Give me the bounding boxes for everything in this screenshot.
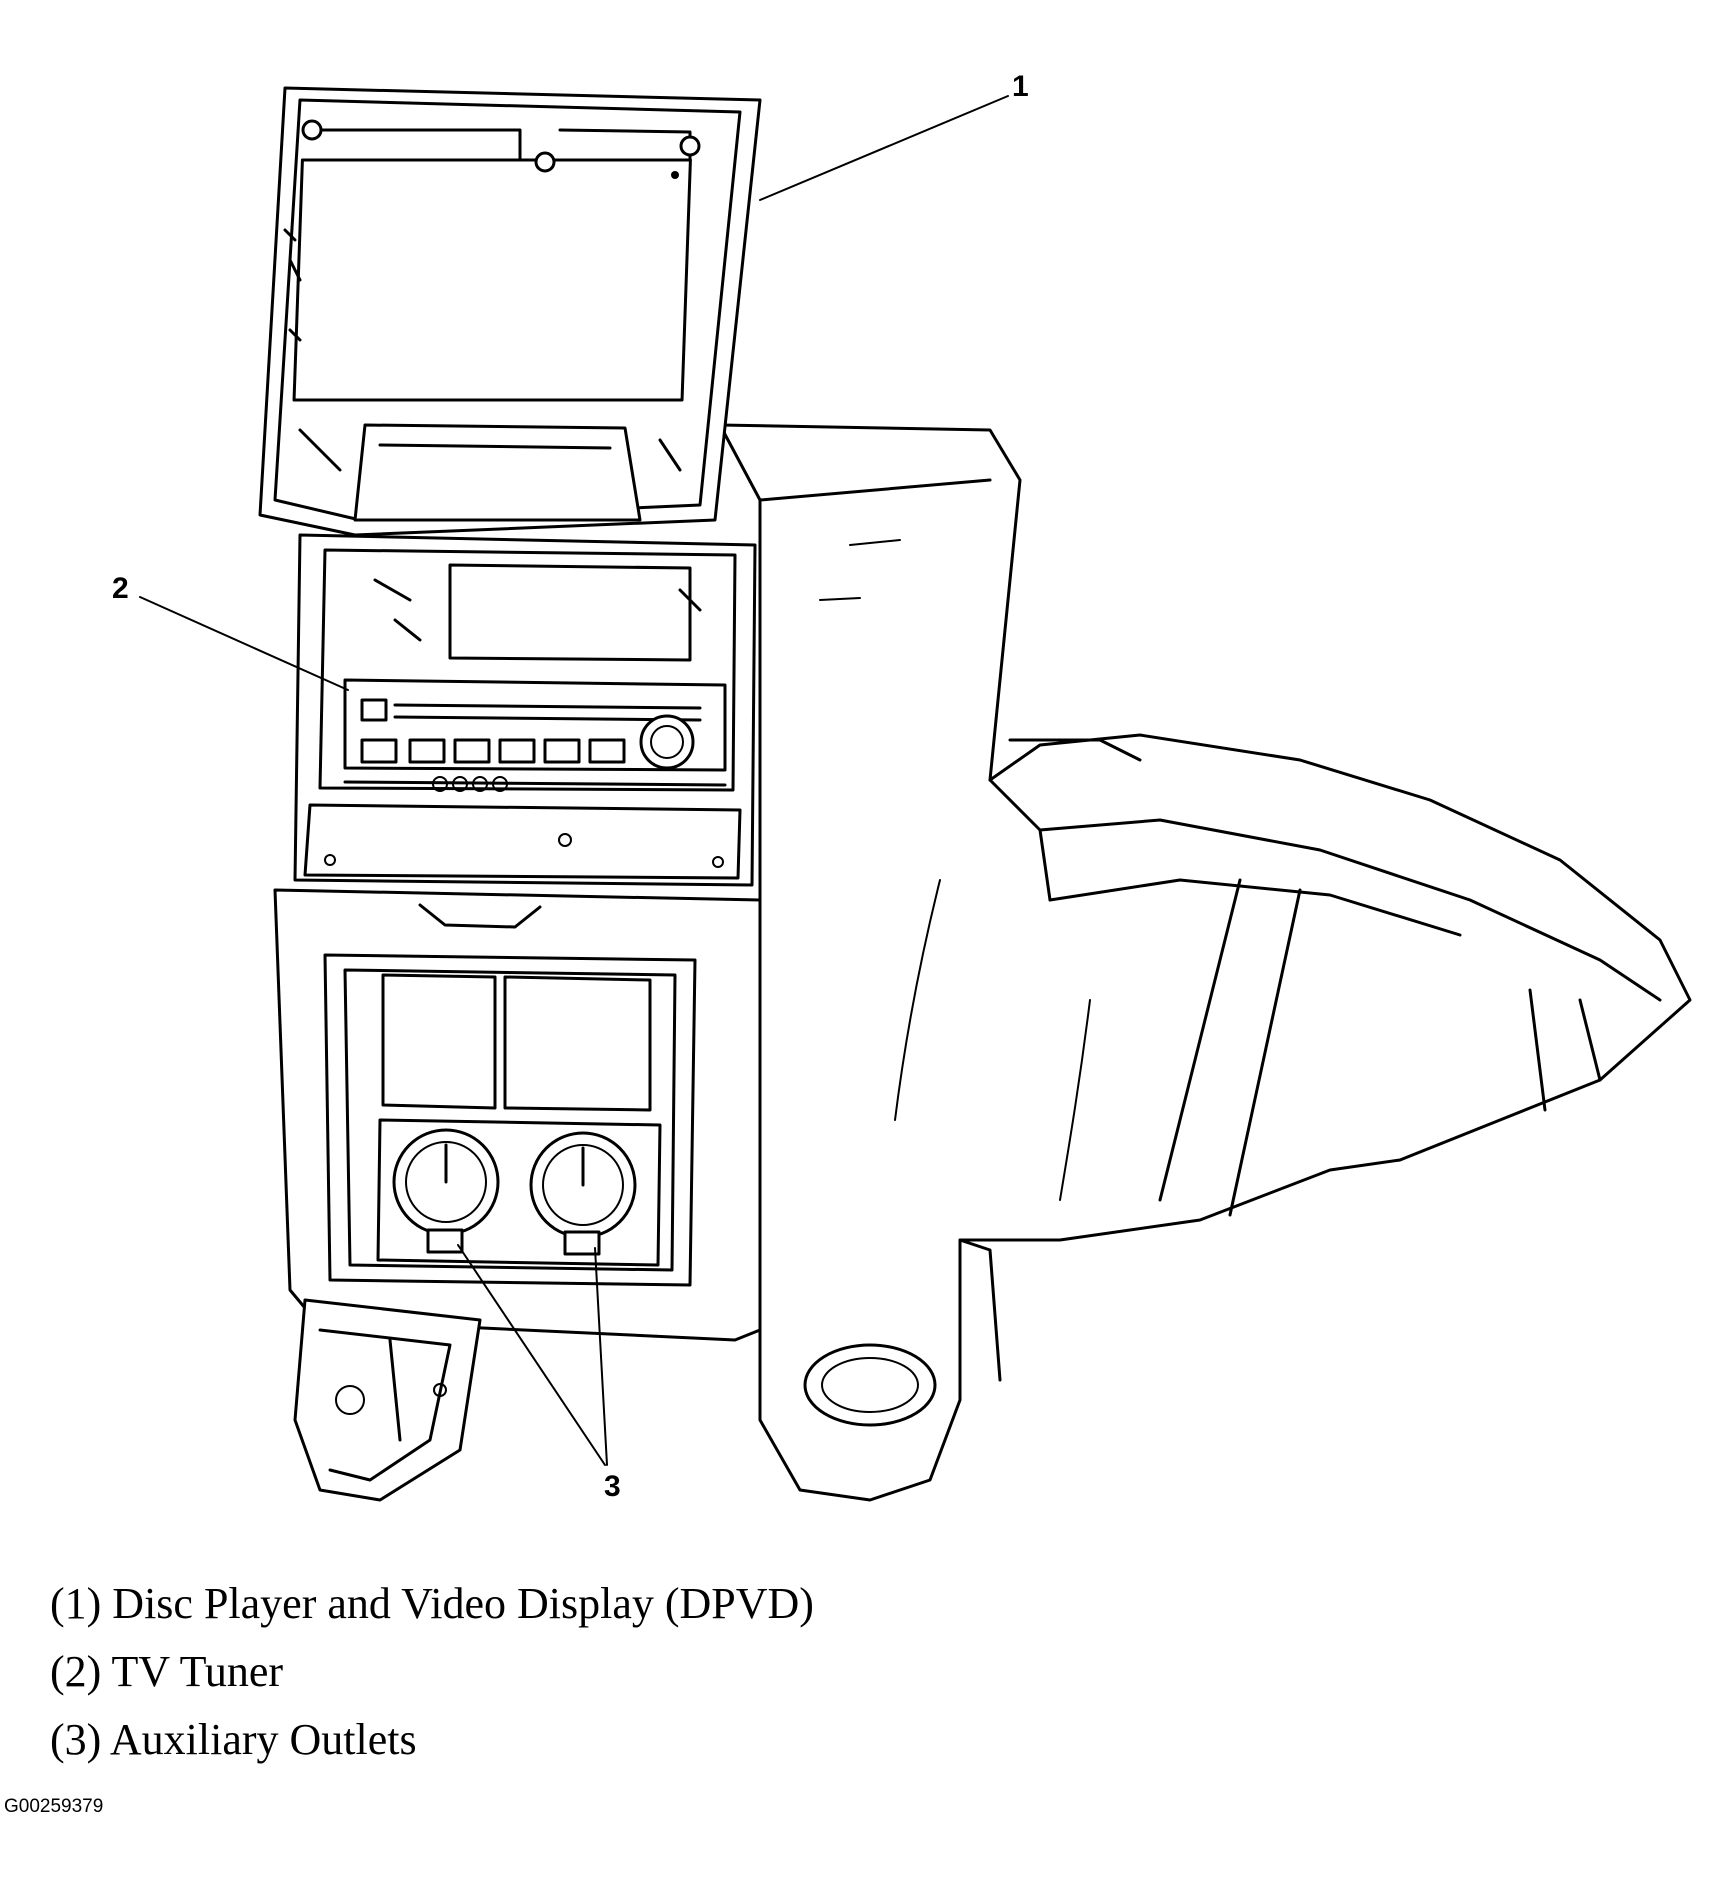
leader-line-1 [759, 95, 1009, 201]
legend-item-1: (1) Disc Player and Video Display (DPVD) [50, 1579, 814, 1628]
console-body [718, 423, 1692, 1502]
leader-line-3b [594, 1247, 608, 1466]
leader-line-2 [139, 596, 349, 691]
callout-1: 1 [1012, 70, 1029, 103]
auxiliary-outlets [273, 888, 762, 1502]
legend-item-2: (2) TV Tuner [50, 1647, 284, 1696]
legend-item-3: (3) Auxiliary Outlets [50, 1715, 417, 1764]
disc-player-video-display [258, 86, 762, 537]
leader-lines [139, 95, 1009, 1466]
legend: (1) Disc Player and Video Display (DPVD)… [50, 1570, 814, 1774]
callout-2: 2 [112, 572, 129, 605]
console-line-drawing [139, 86, 1692, 1502]
tv-tuner [293, 533, 757, 887]
leader-line-3a [457, 1244, 606, 1466]
callout-3: 3 [604, 1470, 621, 1503]
figure-code: G00259379 [4, 1796, 104, 1817]
